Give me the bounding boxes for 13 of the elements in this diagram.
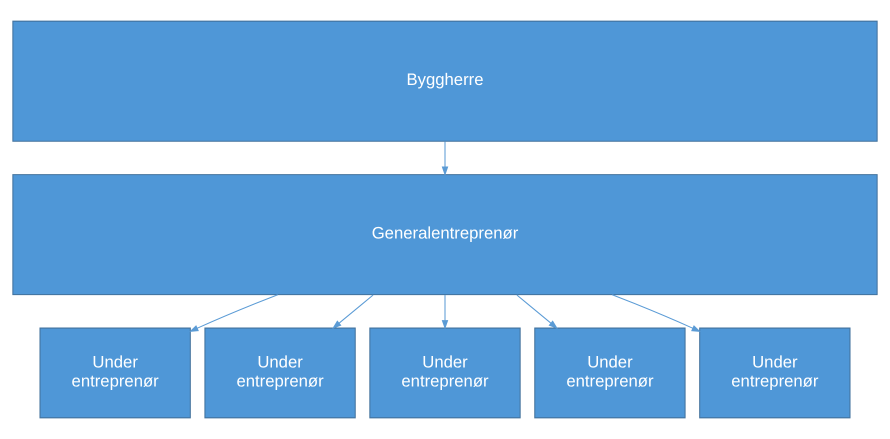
arrow [332, 294, 374, 329]
node-box: Under entreprenør [39, 328, 191, 418]
arrow [442, 142, 448, 176]
node-box: Under entreprenør [699, 328, 851, 418]
arrow [612, 294, 701, 332]
node-box: Under entreprenør [534, 328, 686, 418]
node-box: Under entreprenør [204, 328, 356, 418]
node-box: Generalentreprenør [12, 174, 878, 296]
node-box: Under entreprenør [369, 328, 521, 418]
node-box: Byggherre [12, 20, 878, 142]
arrow [516, 294, 558, 329]
arrow [189, 294, 278, 332]
arrow [442, 295, 448, 330]
